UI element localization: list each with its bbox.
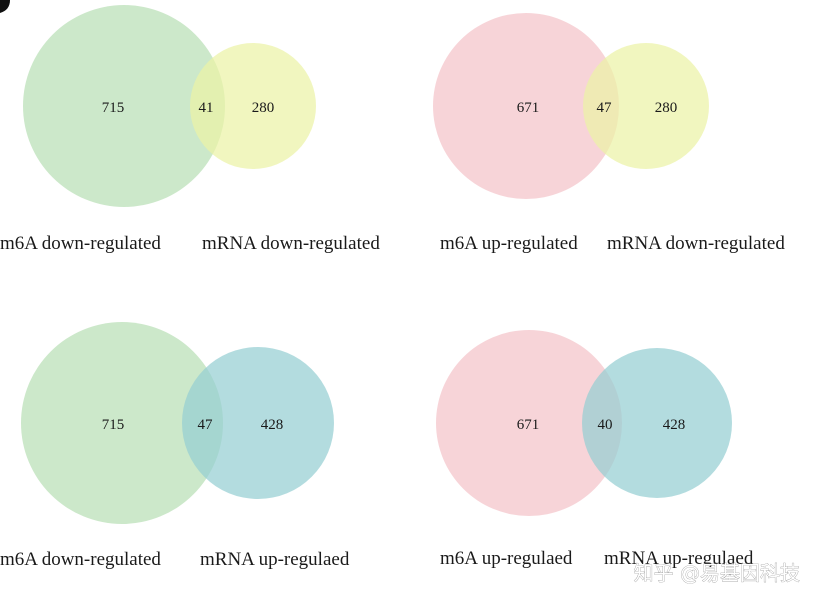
venn-4-left-count: 671 [517, 417, 540, 433]
corner-mark [0, 0, 10, 13]
venn-2-right-label: mRNA down-regulated [607, 233, 785, 254]
venn-2-overlap-count: 47 [597, 100, 613, 116]
venn-m6a-down-vs-mrna-down: 715 41 280 m6A down-regulated mRNA down-… [0, 5, 380, 254]
venn-3-right-label: mRNA up-regulaed [200, 549, 350, 570]
venn-1-right-circle [190, 43, 316, 169]
venn-4-right-label: mRNA up-regulaed [604, 548, 754, 569]
venn-4-left-circle [436, 330, 622, 516]
venn-2-left-label: m6A up-regulated [440, 233, 578, 254]
venn-1-right-label: mRNA down-regulated [202, 233, 380, 254]
venn-m6a-up-vs-mrna-down: 671 47 280 m6A up-regulated mRNA down-re… [433, 13, 785, 254]
watermark-text: 知乎 @易基因科技 [634, 561, 800, 585]
venn-4-left-label: m6A up-regulaed [440, 548, 573, 569]
venn-3-left-label: m6A down-regulated [0, 549, 161, 570]
venn-4-overlap-count: 40 [598, 417, 613, 433]
venn-4-right-count: 428 [663, 417, 686, 433]
venn-m6a-up-vs-mrna-up: 671 40 428 m6A up-regulaed mRNA up-regul… [436, 330, 754, 569]
venn-3-left-circle [21, 322, 223, 524]
venn-2-right-circle [583, 43, 709, 169]
venn-4-right-circle [582, 348, 732, 498]
venn-1-right-count: 280 [252, 100, 275, 116]
venn-1-left-circle [23, 5, 225, 207]
venn-3-overlap-count: 47 [198, 417, 214, 433]
venn-1-overlap-count: 41 [199, 100, 214, 116]
venn-2-left-count: 671 [517, 100, 540, 116]
venn-2-right-count: 280 [655, 100, 678, 116]
venn-2-left-circle [433, 13, 619, 199]
venn-3-left-count: 715 [102, 417, 125, 433]
venn-1-left-label: m6A down-regulated [0, 233, 161, 254]
venn-1-left-count: 715 [102, 100, 125, 116]
venn-3-right-count: 428 [261, 417, 284, 433]
venn-m6a-down-vs-mrna-up: 715 47 428 m6A down-regulated mRNA up-re… [0, 322, 350, 570]
venn-3-right-circle [182, 347, 334, 499]
